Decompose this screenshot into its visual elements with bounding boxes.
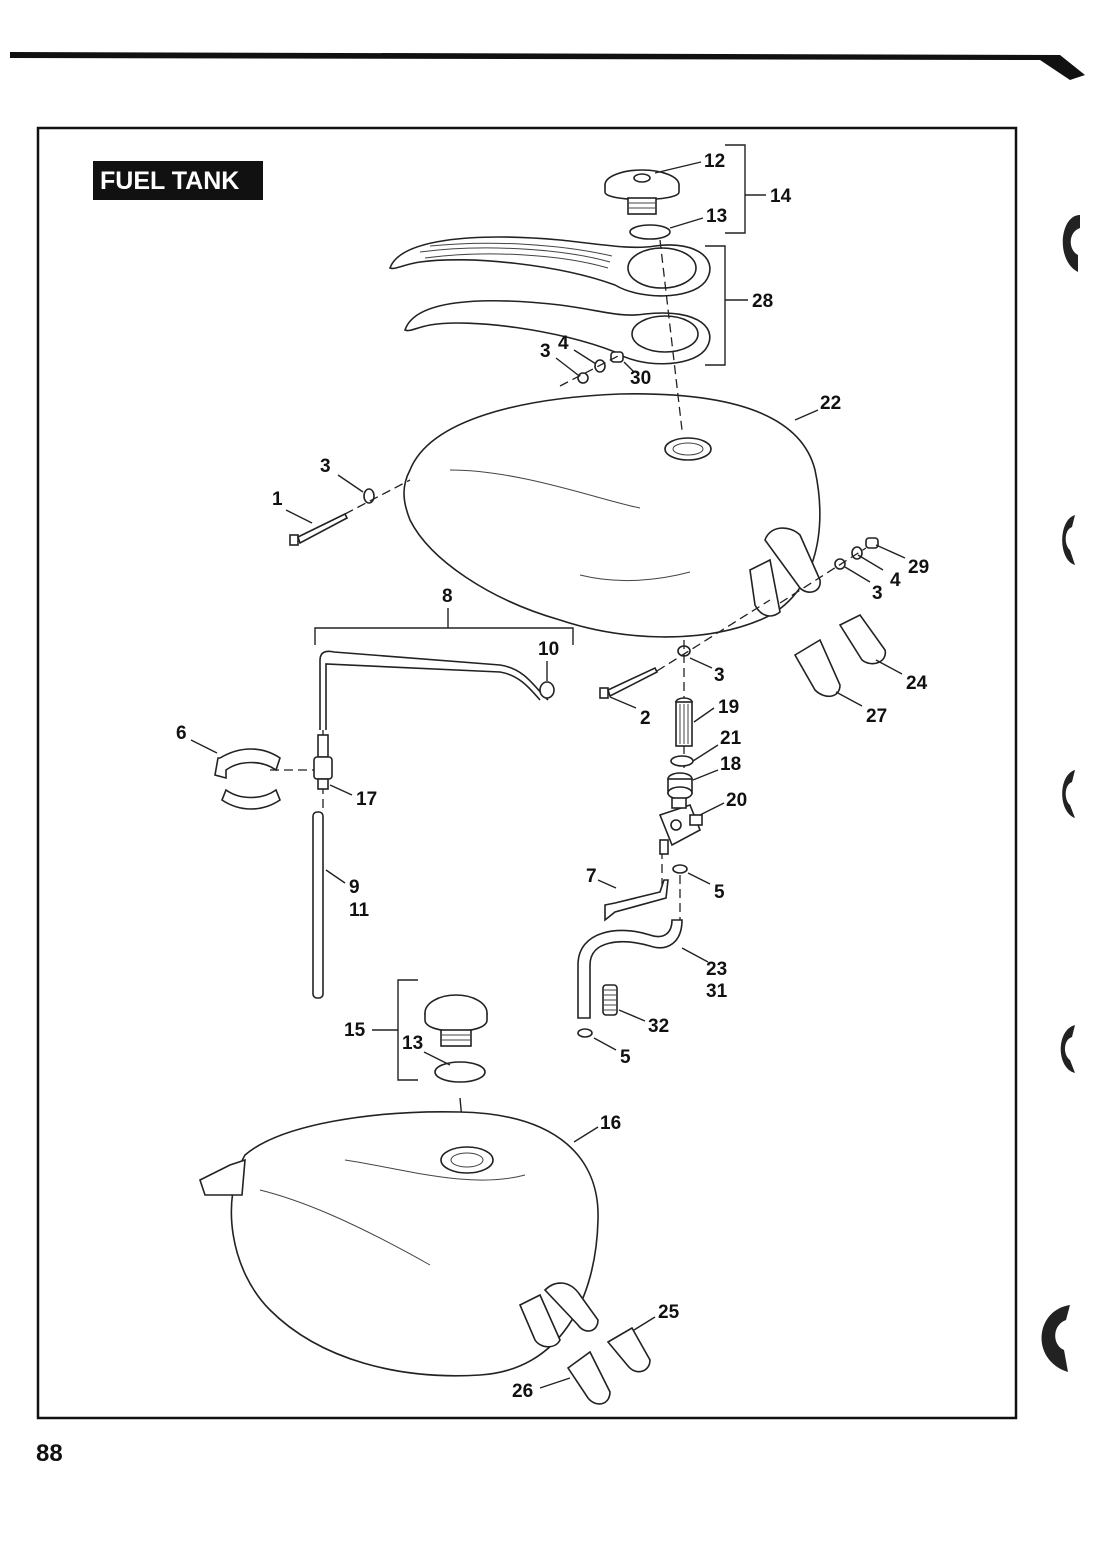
callout-27: 27	[866, 706, 887, 727]
callout-3: 3	[714, 665, 725, 686]
crossover-tube-part-8	[319, 650, 555, 730]
spring-part-32	[602, 984, 618, 1016]
callout-labels: 12 14 13 28 3 4 30 22 3 1 29 4 3 8 10 3 …	[176, 151, 929, 1402]
top-page-rule	[10, 52, 1085, 80]
callout-21: 21	[720, 728, 742, 749]
callout-9: 9	[349, 877, 360, 898]
tube-part-9-11	[312, 811, 324, 999]
diagram-frame	[36, 126, 1018, 1420]
callout-12: 12	[704, 151, 725, 172]
callout-15: 15	[344, 1020, 366, 1041]
callout-26: 26	[512, 1381, 533, 1402]
oring-part-21	[670, 755, 694, 767]
callout-5: 5	[620, 1047, 631, 1068]
callout-16: 16	[600, 1113, 621, 1134]
callout-1: 1	[272, 489, 283, 510]
callout-29: 29	[908, 557, 929, 578]
fuel-cap-part-12	[604, 169, 680, 215]
page-number: 88	[36, 1440, 63, 1467]
callout-18: 18	[720, 754, 741, 775]
washer-part-3-left	[363, 488, 375, 504]
group-brackets	[314, 144, 766, 1081]
fitting-part-17	[313, 734, 333, 790]
callout-7: 7	[586, 866, 597, 887]
fuel-hose-part-23-31	[577, 919, 683, 1019]
leader-lines	[190, 161, 906, 1389]
callout-24: 24	[906, 673, 928, 694]
title-banner	[93, 161, 263, 200]
callout-20: 20	[726, 790, 747, 811]
callout-30: 30	[630, 368, 651, 389]
callout-14: 14	[770, 186, 792, 207]
callout-32: 32	[648, 1016, 669, 1037]
callout-11: 11	[349, 900, 370, 921]
bracket-part-26	[566, 1350, 611, 1405]
callout-3: 3	[872, 583, 883, 604]
bolt-part-2	[599, 666, 659, 699]
callout-8: 8	[442, 586, 453, 607]
callout-22: 22	[820, 393, 841, 414]
callout-19: 19	[718, 697, 739, 718]
callout-13: 13	[402, 1033, 423, 1054]
callout-25: 25	[658, 1302, 680, 1323]
filter-screen-part-19	[675, 697, 693, 747]
fuel-tank-part-22	[403, 393, 821, 638]
callout-3: 3	[320, 456, 331, 477]
callout-6: 6	[176, 723, 187, 744]
fuel-cap-part-15	[424, 994, 488, 1047]
callout-23: 23	[706, 959, 727, 980]
callout-17: 17	[356, 789, 377, 810]
cap-seal-part-13-lower	[434, 1061, 486, 1083]
fuel-tank-part-16	[199, 1111, 599, 1377]
clamp-part-6	[214, 748, 281, 810]
bolt-part-1	[289, 512, 349, 546]
fuel-valve-part-20	[658, 797, 703, 855]
console-trim-part-28	[388, 236, 711, 365]
bracket-part-25	[606, 1326, 651, 1373]
cap-seal-part-13	[629, 224, 671, 240]
binding-holes	[1041, 215, 1080, 1372]
callout-31: 31	[706, 981, 728, 1002]
callout-10: 10	[538, 639, 559, 660]
diagram-title: FUEL TANK	[100, 167, 239, 195]
bracket-part-27	[793, 638, 841, 698]
lever-part-7	[604, 879, 669, 922]
callout-3: 3	[540, 341, 551, 362]
callout-4: 4	[558, 333, 569, 354]
hose-clamp-part-5-upper	[672, 864, 688, 874]
callout-28: 28	[752, 291, 773, 312]
callout-5: 5	[714, 882, 725, 903]
hose-clamp-part-5-lower	[577, 1028, 593, 1038]
callout-4: 4	[890, 570, 901, 591]
bracket-part-24	[838, 613, 887, 665]
nut-part-18	[667, 772, 693, 800]
callout-2: 2	[640, 708, 651, 729]
callout-13: 13	[706, 206, 727, 227]
